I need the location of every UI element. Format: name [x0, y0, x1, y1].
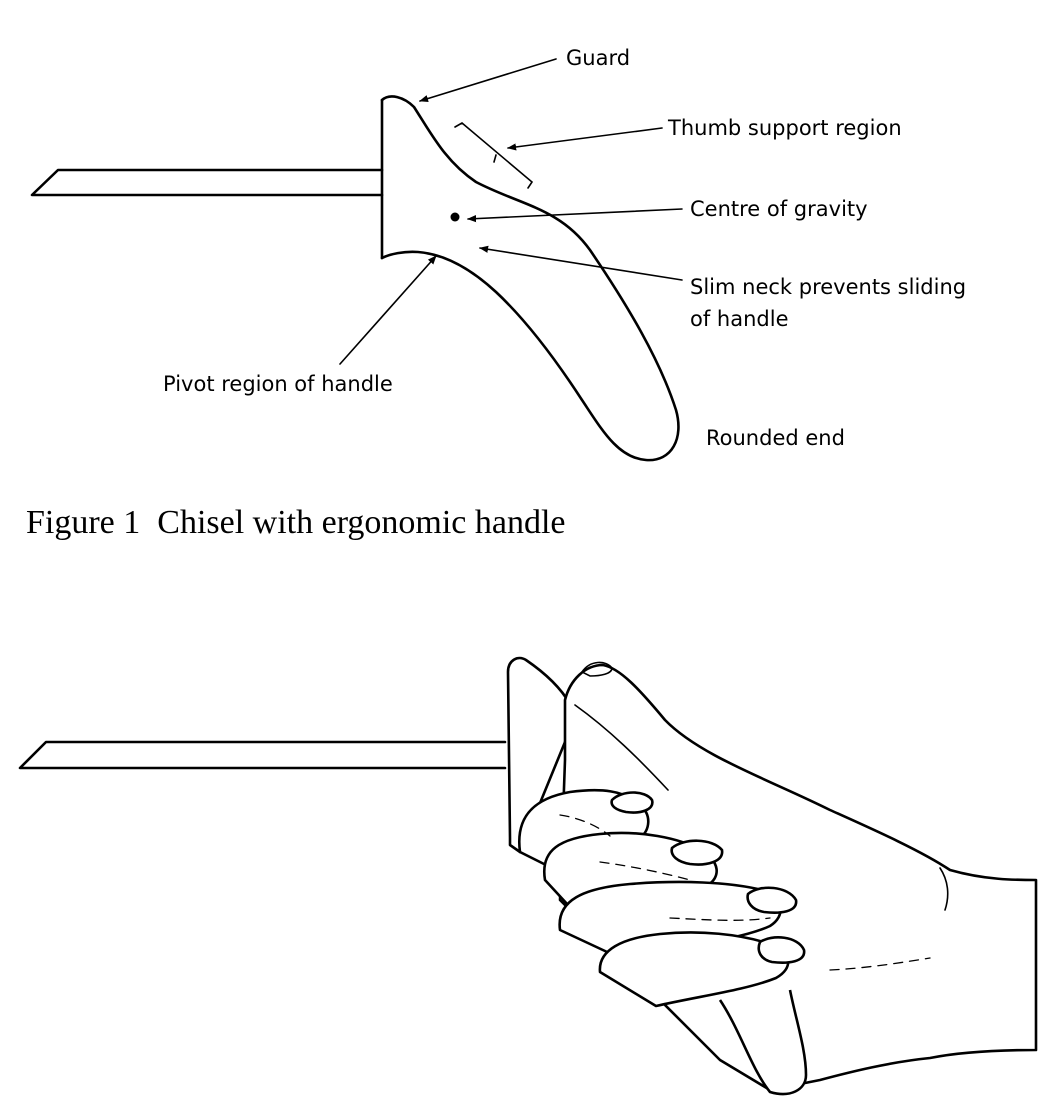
rounded-end-label: Rounded end: [706, 426, 845, 450]
guard-leader: [419, 58, 557, 103]
chisel-blade-in-hand: [18, 740, 507, 770]
wrist-contour: [939, 867, 949, 911]
figure-1-chisel-diagram: Guard Thumb support region Centre of gra…: [30, 46, 966, 462]
slim-neck-label-line-1: Slim neck prevents sliding: [690, 275, 966, 299]
neck-leader: [479, 245, 683, 281]
guard-label: Guard: [566, 46, 630, 70]
handle-rounded-end: [718, 989, 808, 1096]
hand-grip-illustration: [18, 656, 1038, 1096]
little-fingernail: [757, 936, 806, 964]
pivot-region-label: Pivot region of handle: [163, 372, 393, 396]
index-fingernail: [610, 791, 654, 814]
knuckle-crease-3: [669, 917, 771, 921]
slim-neck-label-line-2: of handle: [690, 307, 789, 331]
thumb-nail: [580, 661, 613, 677]
chisel-handle-outline: [380, 95, 680, 462]
ring-fingernail: [746, 886, 798, 914]
thumb-leader: [507, 127, 663, 151]
figure-caption: Figure 1 Chisel with ergonomic handle: [26, 504, 566, 541]
knuckle-crease-1: [559, 814, 611, 837]
centre-of-gravity-label: Centre of gravity: [690, 197, 868, 221]
knuckle-crease-4: [829, 957, 931, 971]
pivot-leader: [339, 255, 437, 365]
cog-leader: [467, 208, 683, 223]
chisel-blade: [30, 168, 384, 197]
centre-of-gravity-dot: [450, 212, 460, 222]
thumb-region-bracket: [454, 122, 534, 189]
knuckle-crease-2: [599, 861, 691, 881]
thumb-crease: [574, 704, 669, 791]
thumb-support-label: Thumb support region: [667, 116, 902, 140]
middle-fingernail: [670, 839, 724, 866]
